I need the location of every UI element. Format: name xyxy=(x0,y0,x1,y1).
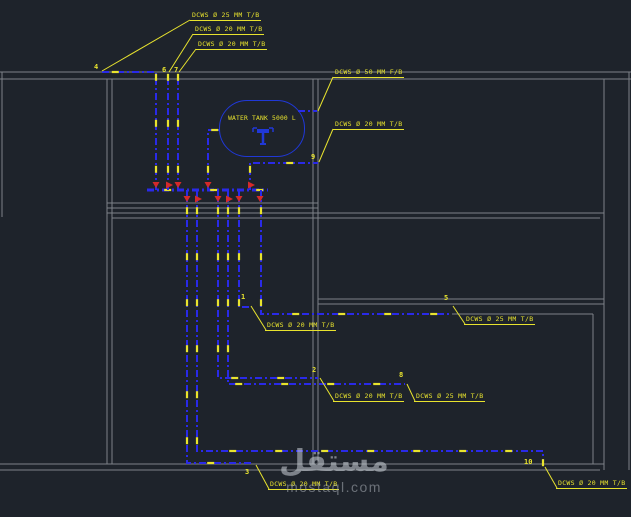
pipe-size-label: DCWS Ø 20 MM T/B xyxy=(333,120,405,130)
pipe-tank-feed xyxy=(207,129,221,190)
leader-line xyxy=(250,305,267,331)
pipe-drop-point-5 xyxy=(260,190,452,315)
flow-arrow xyxy=(183,196,191,202)
pipe-branch-point-9 xyxy=(249,162,318,190)
fixture-point-number: 4 xyxy=(94,63,99,71)
flow-arrow xyxy=(204,182,212,188)
leader-line xyxy=(255,464,270,490)
float-valve-icon xyxy=(252,127,274,145)
flow-arrow xyxy=(248,181,255,189)
flow-arrow xyxy=(214,196,222,202)
flow-arrow xyxy=(195,195,202,203)
fixture-point-number: 2 xyxy=(312,366,317,374)
pipe-drop-point-2 xyxy=(217,190,318,379)
water-tank-label: WATER TANK 5000 L xyxy=(228,115,296,122)
leader-line xyxy=(452,305,466,325)
flow-arrow xyxy=(174,182,182,188)
flow-arrow xyxy=(226,195,233,203)
fixture-point-number: 1 xyxy=(241,293,246,301)
pipe-size-label: DCWS Ø 20 MM T/B xyxy=(265,321,337,331)
leader-line xyxy=(317,76,334,112)
pipe-size-label: DCWS Ø 25 MM T/B xyxy=(464,315,536,325)
watermark-domain: mostaql.com xyxy=(286,478,382,495)
leader-line xyxy=(168,33,194,73)
flow-arrow xyxy=(256,196,264,202)
leader-line xyxy=(101,19,191,72)
pipe-size-label: DCWS Ø 20 MM T/B xyxy=(556,479,628,489)
fixture-point-number: 10 xyxy=(524,458,533,466)
fixture-point-number: 8 xyxy=(399,371,404,379)
flow-arrow xyxy=(235,196,243,202)
leader-line xyxy=(406,383,416,402)
leader-line xyxy=(318,128,334,163)
fixture-point-number: 5 xyxy=(444,294,449,302)
flow-arrow xyxy=(166,181,173,189)
pipe-size-label: DCWS Ø 50 MM F/B xyxy=(333,68,405,78)
watermark: مستقل mostaql.com xyxy=(256,446,412,495)
pipe-size-label: DCWS Ø 20 MM T/B xyxy=(193,25,265,35)
pipe-riser-point-4 xyxy=(100,71,157,190)
watermark-arabic-logo: مستقل xyxy=(279,444,389,479)
water-tank: WATER TANK 5000 L xyxy=(219,100,305,157)
flow-arrow xyxy=(152,182,160,188)
pipe-drop-point-1 xyxy=(238,190,252,308)
pipe-size-label: DCWS Ø 25 MM T/B xyxy=(190,11,262,21)
pipe-size-label: DCWS Ø 20 MM T/B xyxy=(268,480,340,490)
fixture-point-number: 9 xyxy=(311,153,316,161)
pipe-drop-point-8 xyxy=(227,190,405,385)
fixture-point-number: 6 xyxy=(162,66,167,74)
leader-line xyxy=(544,466,558,489)
pipe-drop-point-3 xyxy=(186,190,254,464)
pipe-drop-point-10 xyxy=(196,190,544,466)
leader-line xyxy=(319,377,335,402)
fixture-point-number: 3 xyxy=(245,468,250,476)
pipe-size-label: DCWS Ø 20 MM T/B xyxy=(333,392,405,402)
leader-line xyxy=(178,48,197,73)
fixture-point-number: 7 xyxy=(174,66,179,74)
pipe-size-label: DCWS Ø 25 MM T/B xyxy=(414,392,486,402)
pipe-size-label: DCWS Ø 20 MM T/B xyxy=(196,40,268,50)
